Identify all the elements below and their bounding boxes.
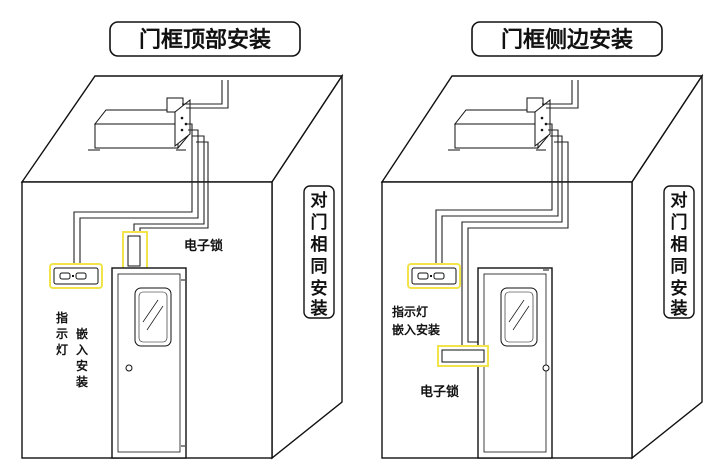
- indicator-panel-icon: [49, 263, 103, 289]
- svg-text:对门相同安装: 对门相同安装: [670, 190, 688, 319]
- panel-top-install: 门框顶部安装: [20, 21, 344, 460]
- door-icon: [477, 267, 553, 459]
- indicator-label-right-2: 嵌入安装: [392, 322, 440, 337]
- indicator-label-left-1: 指示灯: [55, 310, 68, 357]
- door-icon: [111, 267, 187, 459]
- electronic-lock-icon: [437, 345, 489, 367]
- title-box-side-install: 门框侧边安装: [471, 21, 663, 57]
- controller-box-icon: [88, 97, 191, 151]
- lock-label-left: 电子锁: [184, 238, 223, 254]
- title-top-install: 门框顶部安装: [139, 27, 271, 53]
- title-side-install: 门框侧边安装: [501, 27, 633, 53]
- panel-side-install: 门框侧边安装: [380, 21, 704, 460]
- indicator-label-left-2: 嵌入安装: [75, 326, 88, 389]
- wiring-left: [73, 80, 229, 264]
- lock-label-right: 电子锁: [420, 384, 459, 400]
- side-note-right: 对门相同安装: [663, 185, 695, 319]
- indicator-panel-icon: [407, 263, 461, 289]
- controller-box-icon: [448, 97, 551, 151]
- electronic-lock-icon: [122, 231, 148, 271]
- wiring-right: [435, 80, 579, 347]
- title-box-top-install: 门框顶部安装: [109, 21, 301, 57]
- side-note-left: 对门相同安装: [303, 185, 335, 319]
- svg-text:对门相同安装: 对门相同安装: [310, 190, 328, 319]
- indicator-label-right-1: 指示灯: [392, 304, 428, 319]
